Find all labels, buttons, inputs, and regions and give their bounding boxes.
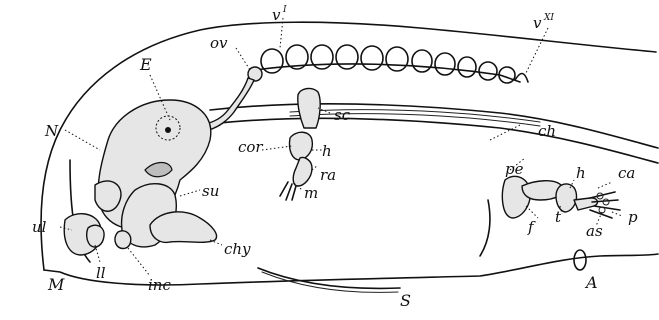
label-M: M <box>47 275 65 294</box>
label-h-leg: h <box>576 164 586 182</box>
label-A: A <box>584 273 598 292</box>
label-v11: v <box>533 14 542 32</box>
label-ca: ca <box>618 164 635 182</box>
label-v1: v <box>272 6 281 24</box>
label-E: E <box>139 55 152 74</box>
label-v11-sup: XI <box>543 13 554 23</box>
label-t: t <box>555 208 562 226</box>
label-ll: ll <box>96 264 106 282</box>
label-f: f <box>527 218 536 236</box>
label-h-arm: h <box>322 142 332 160</box>
label-N: N <box>44 122 59 140</box>
label-v1-sup: I <box>282 5 287 15</box>
notochord <box>210 104 658 163</box>
label-p: p <box>628 208 638 226</box>
ceratohyal <box>150 212 217 243</box>
vertebrae-row <box>255 45 528 83</box>
label-ov: ov <box>210 34 228 52</box>
label-inc: inc <box>148 276 171 294</box>
label-ul: ul <box>32 218 47 236</box>
label-S: S <box>400 291 411 310</box>
lower-lip-cartilage <box>87 225 104 247</box>
label-ch: ch <box>538 122 556 140</box>
label-chy: chy <box>224 240 251 258</box>
hind-limb <box>502 176 620 218</box>
infrarostral-cartilage <box>115 231 131 249</box>
label-su: su <box>202 182 219 200</box>
label-sc: sc <box>334 106 351 124</box>
label-pe: pe <box>505 160 524 178</box>
label-m: m <box>304 184 318 202</box>
label-as: as <box>586 222 603 240</box>
label-ra: ra <box>320 166 336 184</box>
label-cor: cor <box>238 138 263 156</box>
anus <box>574 250 586 270</box>
